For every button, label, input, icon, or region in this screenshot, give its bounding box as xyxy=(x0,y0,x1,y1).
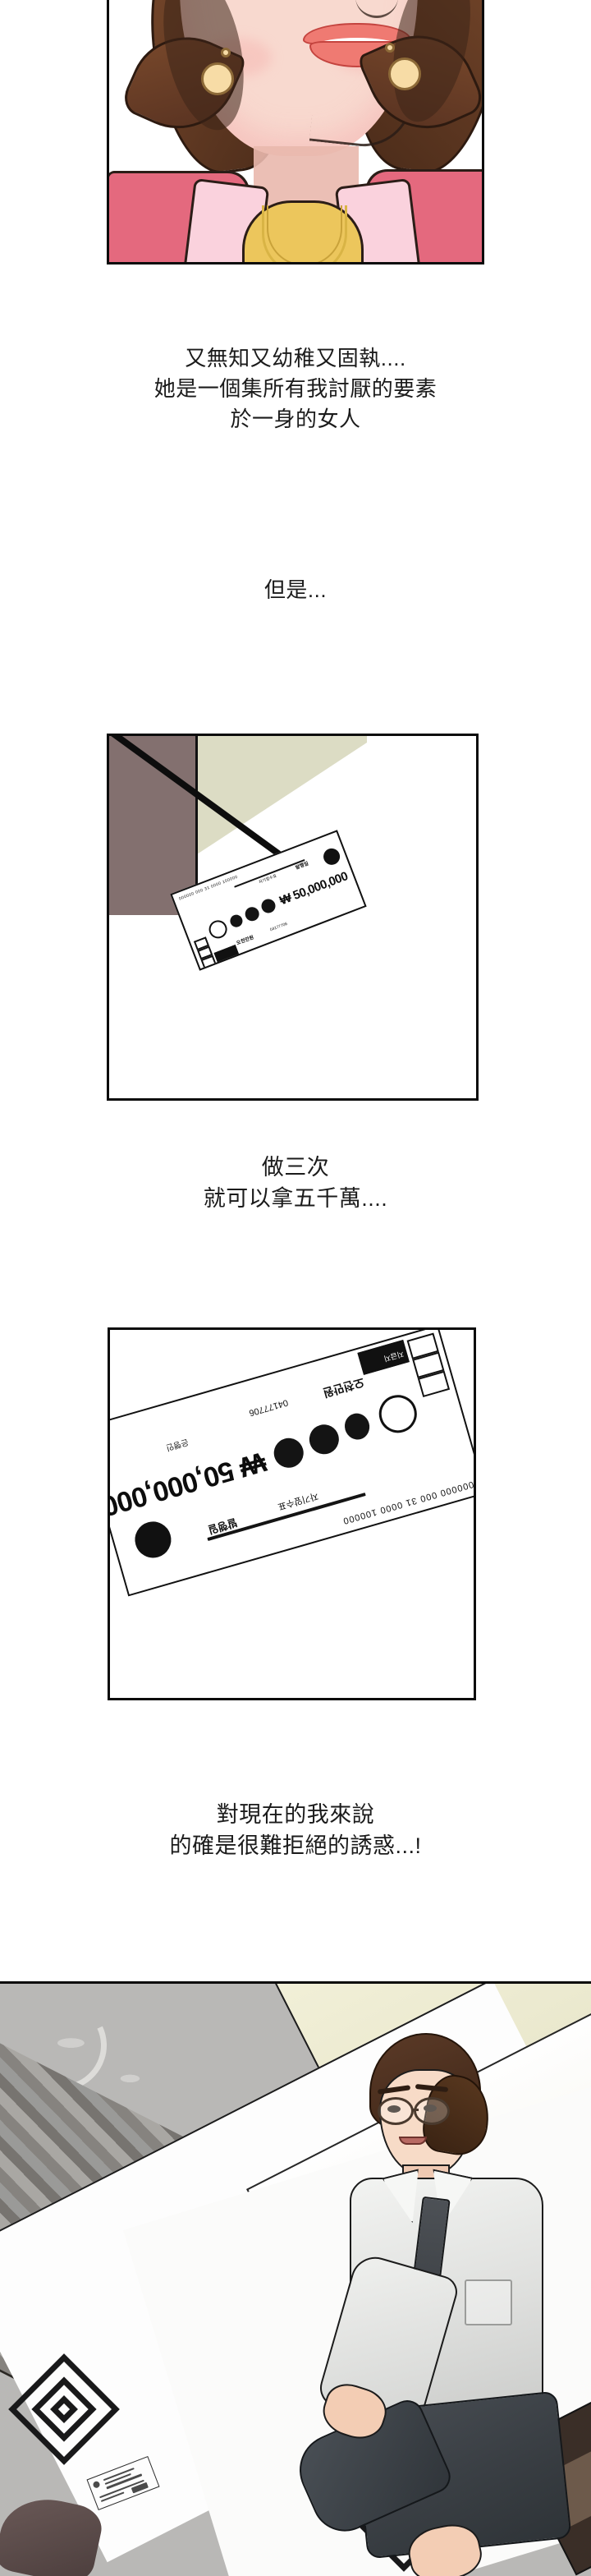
panel-woman-closeup: Close-up of a woman's lower face — red l… xyxy=(107,0,484,264)
check-bank-seal xyxy=(321,845,342,867)
glasses-lens-right xyxy=(414,2097,450,2125)
nose xyxy=(355,0,398,18)
earring-dot-left xyxy=(221,48,231,58)
panel-check-closeup: 000000 000 31 0000 100000 자기앞수표 발행일 ₩ 50… xyxy=(108,1327,476,1700)
narration-caption-3: 做三次 就可以拿五千萬.... xyxy=(203,1155,388,1212)
check-serial: 04177706 xyxy=(247,1396,290,1418)
shirt-pocket xyxy=(465,2279,512,2325)
glasses-lens-left xyxy=(378,2097,414,2125)
check-amount-far: ₩ 50,000,000 xyxy=(277,869,350,908)
necklace-inner xyxy=(267,205,342,262)
check-stamp xyxy=(206,918,230,941)
check-amount-closeup: ₩ 50,000,000 xyxy=(108,1445,270,1522)
check-stamp xyxy=(374,1390,422,1438)
narration-caption-4: 對現在的我來說 的確是很難拒絕的誘惑...! xyxy=(169,1802,422,1859)
man-mouth xyxy=(399,2137,427,2145)
check-bank-seal xyxy=(131,1517,176,1562)
earring-left xyxy=(201,62,234,95)
check-amount-words: 오천만원 xyxy=(236,935,255,947)
check-stamp-label: 은행인 xyxy=(164,1437,190,1452)
check-amount-words: 오천만원 xyxy=(321,1375,366,1401)
check-issue-label: 발행일 xyxy=(206,1516,239,1537)
man-character xyxy=(287,2033,572,2576)
narration-caption-1: 又無知又幼稚又固執.... 她是一個集所有我討厭的要素 於一身的女人 xyxy=(153,346,438,431)
narration-caption-2: 但是... xyxy=(263,577,328,602)
earring-right xyxy=(388,58,421,90)
check-issue-label: 발행일 xyxy=(295,861,309,872)
panel-check-wide: 000000 000 31 0000 100000 자기앞수표 발행일 ₩ 50… xyxy=(107,734,479,1101)
panel-room-scene: Bedroom scene — a man with glasses, grey… xyxy=(0,1981,591,2576)
necklace xyxy=(262,205,347,262)
earring-dot-right xyxy=(385,43,395,53)
check-serial: 04177706 xyxy=(269,921,289,933)
glasses-bridge xyxy=(412,2109,419,2111)
